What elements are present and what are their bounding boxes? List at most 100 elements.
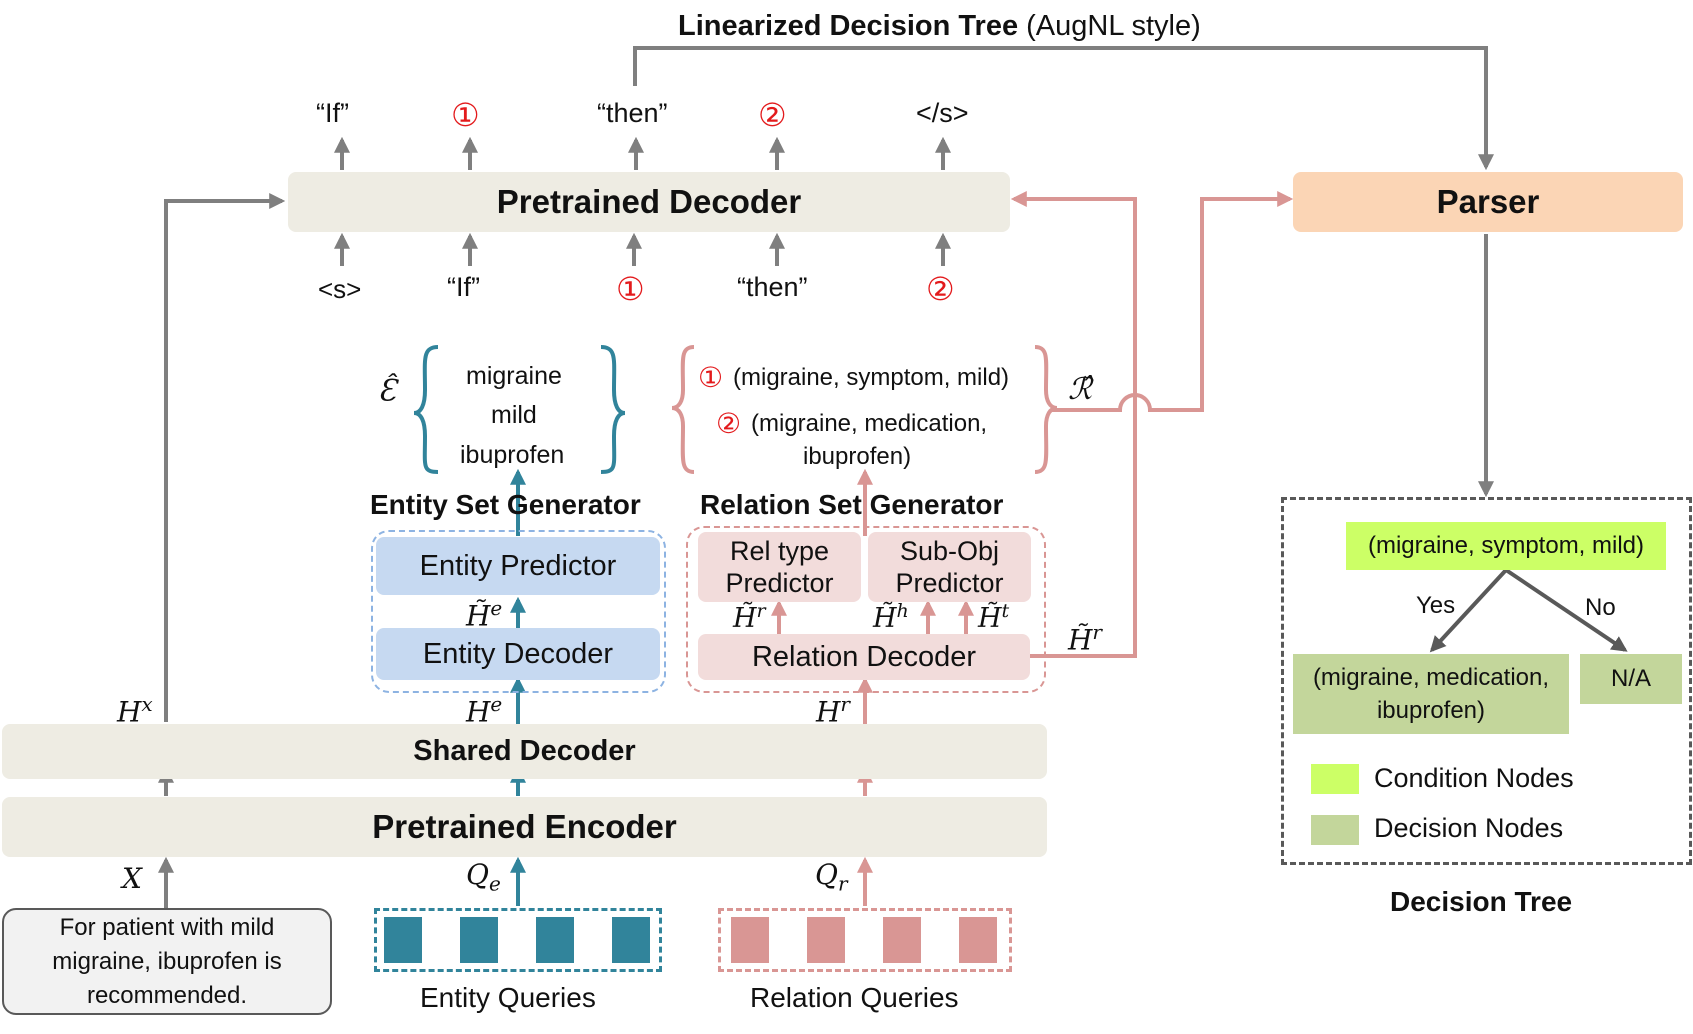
decoder-input-3: ① <box>616 271 645 307</box>
hr-tilde-base: H̃ <box>733 603 757 634</box>
relation-queries-container <box>718 908 1012 972</box>
relation-set-item-2-line2: ibuprofen) <box>803 443 912 470</box>
parser-box: Parser <box>1293 172 1683 232</box>
legend-condition-label: Condition Nodes <box>1374 763 1574 793</box>
decision-tree-title: Decision Tree <box>1390 886 1573 917</box>
relation-set-generator-title: Relation Set Generator <box>700 489 1004 520</box>
entity-decoder-box: Entity Decoder <box>376 628 660 680</box>
hx-label: Hx <box>117 692 153 728</box>
relation-query-4 <box>959 917 997 963</box>
subobj-predictor-line1: Sub-Obj <box>899 536 1000 566</box>
entity-set-item-2: mild <box>491 401 537 429</box>
he-label: He <box>466 692 502 728</box>
hr-tilde-out-sup: r <box>1092 620 1102 644</box>
entity-set-item-1: migraine <box>466 362 562 390</box>
entity-query-4 <box>612 917 650 963</box>
legend-decision-swatch <box>1311 815 1359 845</box>
input-sentence-line2: migraine, ibuprofen is <box>52 947 282 975</box>
legend-condition-swatch <box>1311 764 1359 794</box>
input-sentence-line1: For patient with mild <box>59 913 275 941</box>
relation-decoder-box: Relation Decoder <box>698 634 1030 680</box>
tree-no-label: No <box>1585 594 1616 621</box>
tree-leaf-2: N/A <box>1580 654 1682 704</box>
qr-base: Q <box>815 858 838 891</box>
qr-sub: r <box>837 871 848 896</box>
decoder-input-5: ② <box>926 271 955 307</box>
relation-queries-label: Relation Queries <box>750 982 959 1013</box>
hh-tilde-base: H̃ <box>873 603 897 634</box>
tree-branch-yes <box>1429 568 1508 653</box>
ht-tilde-base: H̃ <box>978 603 1002 634</box>
entity-set-generator-title: Entity Set Generator <box>370 489 641 520</box>
tree-yes-label: Yes <box>1416 592 1456 619</box>
relation-query-3 <box>883 917 921 963</box>
r-hat-to-parser-arrow <box>1052 191 1294 412</box>
decoder-input-4: “then” <box>737 272 808 302</box>
hr-base: H <box>816 695 841 729</box>
entity-set-generator-container <box>371 530 666 693</box>
qe-base: Q <box>466 858 489 891</box>
relation-set-generator-container <box>686 526 1046 693</box>
x-label: X <box>122 862 142 895</box>
entity-set-left-brace <box>413 345 439 474</box>
linearized-tree-arrow <box>633 46 1494 171</box>
qe-sub: e <box>488 871 501 896</box>
he-tilde-base: H̃ <box>466 599 491 633</box>
entity-set-right-brace <box>600 345 626 474</box>
subobj-predictor-box: Sub-Obj Predictor <box>868 532 1031 602</box>
input-sentence-box: For patient with mild migraine, ibuprofe… <box>2 908 332 1015</box>
tree-branch-no <box>1504 568 1628 652</box>
he-base: H <box>466 695 491 729</box>
relation-query-1 <box>731 917 769 963</box>
hh-tilde-label: H̃h <box>873 600 909 634</box>
relation-set-item-1: (migraine, symptom, mild) <box>733 364 1010 391</box>
linearized-tree-title-bold: Linearized Decision Tree <box>678 10 1019 42</box>
decision-tree-container <box>1281 497 1692 865</box>
qr-label: Qr <box>815 858 848 896</box>
hx-base: H <box>117 695 142 729</box>
entity-set-symbol: Ɛ̂ <box>378 374 397 409</box>
decoder-input-2: “If” <box>447 272 480 302</box>
relation-set-item-2-line1: (migraine, medication, <box>751 410 988 437</box>
rel-type-predictor-line2: Predictor <box>725 568 834 598</box>
input-sentence-line3: recommended. <box>86 981 248 1009</box>
entity-predictor-box: Entity Predictor <box>376 537 660 595</box>
entity-query-2 <box>460 917 498 963</box>
relation-set-right-brace <box>1034 345 1058 474</box>
relation-set-symbol: ℛ̂ <box>1068 372 1092 407</box>
legend-decision-label: Decision Nodes <box>1374 813 1564 843</box>
he-tilde-label: H̃e <box>466 596 502 632</box>
entity-query-1 <box>384 917 422 963</box>
relation-set-num-2: ② <box>716 408 742 439</box>
hr-tilde-to-decoder-arrow <box>1010 191 1137 658</box>
pretrained-encoder-box: Pretrained Encoder <box>2 797 1047 857</box>
shared-decoder-box: Shared Decoder <box>2 724 1047 779</box>
qe-label: Qe <box>466 858 501 896</box>
decoder-output-5: </s> <box>916 98 969 128</box>
decoder-output-2: ① <box>451 97 480 133</box>
linearized-tree-title-style: (AugNL style) <box>1026 10 1201 42</box>
tree-root-node: (migraine, symptom, mild) <box>1346 522 1666 570</box>
tree-leaf-1-line1: (migraine, medication, <box>1312 664 1550 691</box>
decoder-output-1: “If” <box>316 98 349 128</box>
relation-set-left-brace <box>671 345 695 474</box>
tree-leaf-1-line2: ibuprofen) <box>1376 697 1486 724</box>
he-sup: e <box>490 692 503 716</box>
entity-queries-label: Entity Queries <box>420 982 596 1013</box>
linearized-tree-title: Linearized Decision Tree (AugNL style) <box>678 10 1201 43</box>
hx-sup: x <box>141 692 153 716</box>
entity-set-item-3: ibuprofen <box>460 441 565 469</box>
rel-type-predictor-line1: Rel type <box>729 536 830 566</box>
decoder-output-3: “then” <box>597 98 668 128</box>
hr-tilde-out-label: H̃r <box>1068 620 1102 656</box>
hr-tilde-out-base: H̃ <box>1068 623 1093 657</box>
entity-query-3 <box>536 917 574 963</box>
pretrained-decoder-box: Pretrained Decoder <box>288 172 1010 232</box>
relation-set-num-1: ① <box>698 362 724 393</box>
hh-tilde-sup: h <box>896 600 909 622</box>
hr-sup: r <box>840 692 850 716</box>
hr-label: Hr <box>816 692 850 728</box>
decoder-output-4: ② <box>758 97 787 133</box>
rel-type-predictor-box: Rel type Predictor <box>698 532 861 602</box>
